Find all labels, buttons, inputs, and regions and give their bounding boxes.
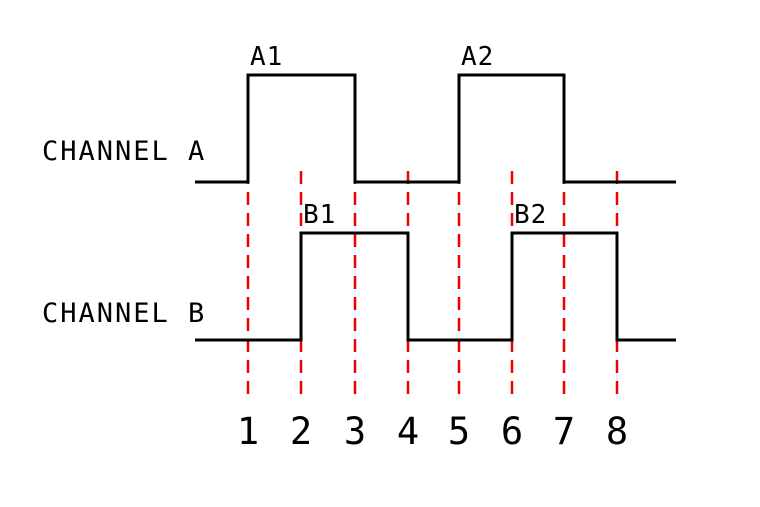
- pulse-label-a2: A2: [461, 42, 495, 72]
- tick-number-7: 7: [552, 410, 576, 453]
- tick-number-5: 5: [447, 410, 471, 453]
- waveform-channel-a: [195, 73, 676, 184]
- tick-number-3: 3: [343, 410, 367, 453]
- tick-number-8: 8: [605, 410, 629, 453]
- waveform-channel-b: [195, 231, 676, 342]
- channel-a-label: CHANNEL A: [42, 136, 207, 167]
- tick-number-4: 4: [396, 410, 420, 453]
- pulse-label-a1: A1: [250, 42, 284, 72]
- tick-number-6: 6: [500, 410, 524, 453]
- channel-b-label: CHANNEL B: [42, 298, 207, 329]
- tick-number-1: 1: [236, 410, 260, 453]
- tick-number-2: 2: [289, 410, 313, 453]
- pulse-label-b1: B1: [303, 200, 337, 230]
- pulse-label-b2: B2: [514, 200, 548, 230]
